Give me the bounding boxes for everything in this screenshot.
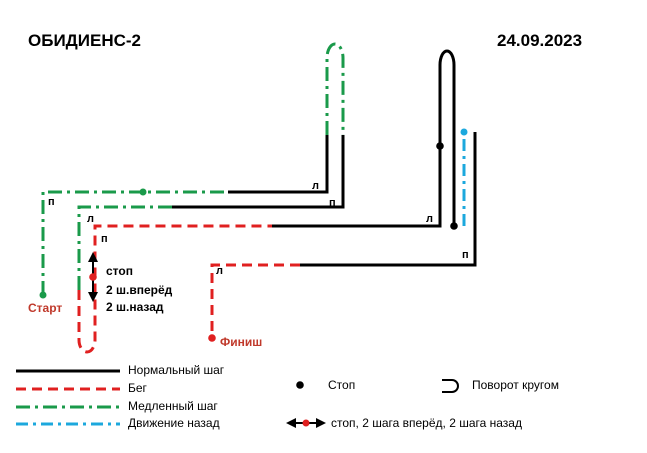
stop-note: стоп (106, 264, 133, 278)
legend-stop-dot-icon (296, 381, 304, 389)
stop-fwd-back-dot (89, 273, 97, 281)
slow-segment-start (41, 190, 228, 295)
legend-arrowhead-right (316, 418, 326, 428)
legend-turnaround-icon (442, 379, 459, 393)
run-segment-finish (210, 263, 300, 338)
turn-label: л (312, 180, 319, 192)
legend-turnaround-label: Поворот кругом (472, 378, 559, 392)
finish-dot (208, 334, 216, 342)
turn-label: п (329, 197, 336, 209)
normal-segment-4 (300, 132, 477, 267)
normal-segment-1 (228, 135, 329, 194)
run-segment-1 (77, 224, 272, 354)
turn-label: п (48, 196, 55, 208)
normal-segment-2 (172, 135, 345, 209)
turn-label: п (101, 233, 108, 245)
back-note: 2 ш.назад (106, 300, 164, 314)
forward-note: 2 ш.вперёд (106, 283, 173, 297)
normal-segment-3 (272, 49, 456, 228)
start-label: Старт (28, 301, 62, 315)
arrowhead-up (88, 252, 98, 262)
course-title: ОБИДИЕНС-2 (28, 31, 141, 50)
stop-dot-2 (450, 222, 458, 230)
legend-normal-label: Нормальный шаг (128, 363, 225, 377)
stop-dot-1 (436, 142, 444, 150)
legend-arrowhead-left (286, 418, 296, 428)
legend-slow-label: Медленный шаг (128, 399, 218, 413)
legend-stop-label: Стоп (328, 378, 355, 392)
finish-label: Финиш (220, 335, 262, 349)
slow-stop-dot (139, 188, 147, 196)
start-dot (39, 291, 47, 299)
course-date: 24.09.2023 (497, 31, 582, 50)
turn-label: л (87, 213, 94, 225)
slow-turnaround-loop (325, 42, 345, 135)
legend-stop-fwd-back-dot (302, 419, 310, 427)
legend-stop-fwd-back-label: стоп, 2 шага вперёд, 2 шага назад (331, 416, 522, 430)
turn-label: л (216, 265, 223, 277)
turn-label: л (426, 213, 433, 225)
backward-start-dot (460, 128, 468, 136)
legend-run-label: Бег (128, 381, 148, 395)
legend-backward-label: Движение назад (128, 416, 220, 430)
slow-segment-2 (77, 205, 172, 290)
arrowhead-down (88, 292, 98, 302)
turn-label: п (462, 249, 469, 261)
